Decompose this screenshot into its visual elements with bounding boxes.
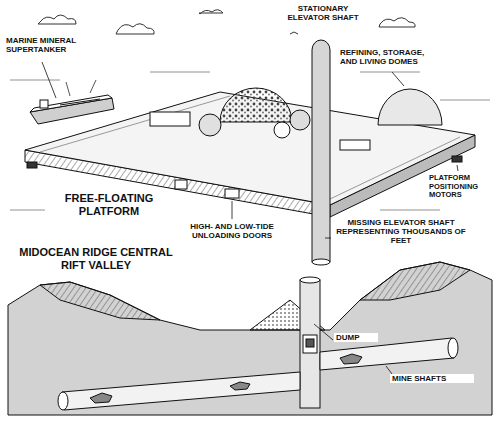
waves: [10, 72, 490, 210]
missing-shaft-label: MISSING ELEVATOR SHAFT REPRESENTING THOU…: [334, 218, 468, 246]
motors-label: PLATFORM POSITIONING MOTORS: [427, 174, 497, 200]
rift-title: MIDOCEAN RIDGE CENTRAL RIFT VALLEY: [14, 246, 178, 271]
dump-label: DUMP: [334, 333, 378, 342]
elevator-shaft: [312, 40, 330, 265]
mine-shafts-label: MINE SHAFTS: [390, 374, 474, 383]
platform-title: FREE-FLOATING PLATFORM: [52, 192, 166, 217]
shaft-label: STATIONARY ELEVATOR SHAFT: [277, 4, 369, 22]
domes-label: REFINING, STORAGE, AND LIVING DOMES: [338, 48, 442, 66]
supertanker: [30, 80, 114, 124]
tanker-label: MARINE MINERAL SUPERTANKER: [4, 36, 94, 54]
doors-label: HIGH- AND LOW-TIDE UNLOADING DOORS: [174, 222, 290, 240]
seafloor: [8, 262, 492, 415]
domes: [150, 88, 442, 150]
